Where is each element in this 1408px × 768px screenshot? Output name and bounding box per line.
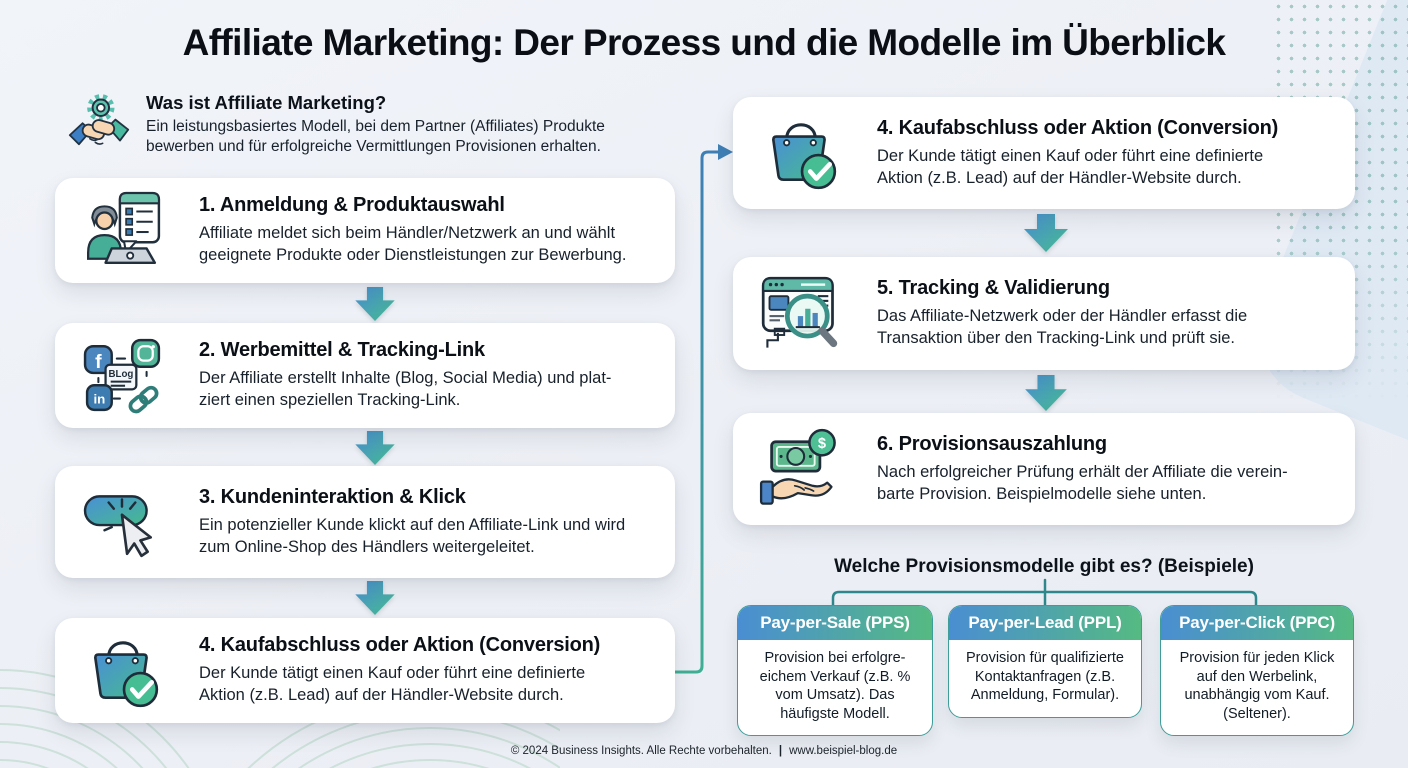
step-card-3: 3. Kundeninteraktion & Klick Ein potenzi… <box>55 466 675 578</box>
intro-heading: Was ist Affiliate Marketing? <box>146 92 387 113</box>
step-body: Der Kunde tätigt einen Kauf oder führt e… <box>199 664 586 704</box>
step-card-1: 1. Anmeldung & Produktauswahl Affiliate … <box>55 178 675 283</box>
facebook-letter: f <box>95 350 102 372</box>
step-card-6: $ 6. Provisionsauszahlung Nach erfolgrei… <box>733 413 1355 525</box>
footer-website-link[interactable]: www.beispiel-blog.de <box>789 745 898 757</box>
handshake-gear-icon <box>68 92 130 165</box>
shopping-bag-check-icon <box>753 112 849 194</box>
model-body: Provision für jeden Klick auf den Werbel… <box>1179 650 1335 722</box>
down-arrow <box>1025 375 1067 411</box>
step-card-4-conversion: 4. Kaufabschluss oder Aktion (Conversion… <box>733 97 1355 209</box>
models-bracket-connector <box>831 578 1258 607</box>
models-heading: Welche Provisionsmodelle gibt es? (Beisp… <box>834 556 1254 577</box>
shopping-bag-check-icon <box>75 630 171 712</box>
step-body: Das Affiliate-Netzwerk oder der Händler … <box>877 307 1248 347</box>
step-body: Ein potenzieller Kunde klickt auf den Af… <box>199 515 626 556</box>
blog-label: BLog <box>109 369 134 380</box>
model-card-ppl: Pay-per-Lead (PPL) Provision für qualifi… <box>948 605 1142 718</box>
flow-connector-arrow <box>673 144 733 674</box>
footer-copyright: © 2024 Business Insights. Alle Rechte vo… <box>510 745 772 757</box>
step-body: Nach erfolgreicher Prüfung erhält der Af… <box>877 462 1288 503</box>
model-title: Pay-per-Click (PPC) <box>1161 606 1353 640</box>
social-media-link-icon: f BLog in <box>75 336 171 416</box>
model-title: Pay-per-Lead (PPL) <box>949 606 1141 640</box>
intro-section: Was ist Affiliate Marketing? Ein leistun… <box>68 92 668 165</box>
down-arrow <box>1024 214 1068 252</box>
linkedin-letters: in <box>93 391 105 406</box>
down-arrow <box>355 287 395 321</box>
step-card-2: f BLog in 2. Werbemittel & Tracking-Link… <box>55 323 675 428</box>
browser-magnifier-icon <box>753 272 849 356</box>
model-body: Provision für qualifizierte Kontaktanfra… <box>966 650 1124 704</box>
dollar-sign: $ <box>818 436 826 452</box>
step-card-4: 4. Kaufabschluss oder Aktion (Conversion… <box>55 618 675 723</box>
model-card-pps: Pay-per-Sale (PPS) Provision bei erfolgr… <box>737 605 933 737</box>
step-title: 1. Anmeldung & Produktauswahl <box>199 194 505 217</box>
step-title: 3. Kundeninteraktion & Klick <box>199 485 466 508</box>
down-arrow <box>355 431 395 465</box>
step-body: Der Kunde tätigt einen Kauf oder führt e… <box>877 146 1264 187</box>
page-title: Affiliate Marketing: Der Prozess und die… <box>182 22 1226 63</box>
money-hand-icon: $ <box>753 427 849 511</box>
step-card-5: 5. Tracking & Validierung Das Affiliate-… <box>733 257 1355 370</box>
step-title: 6. Provisionsauszahlung <box>877 432 1107 455</box>
footer-separator: | <box>778 745 783 757</box>
step-body: Affiliate meldet sich beim Händler/Netzw… <box>199 224 627 264</box>
cursor-click-icon <box>75 482 171 562</box>
person-laptop-icon <box>75 191 171 271</box>
model-title: Pay-per-Sale (PPS) <box>738 606 932 640</box>
model-body: Provision bei erfolgre- eichem Verkauf (… <box>759 650 911 722</box>
intro-body: Ein leistungsbasiertes Modell, bei dem P… <box>146 118 605 156</box>
step-title: 2. Werbemittel & Tracking-Link <box>199 339 485 362</box>
down-arrow <box>355 581 395 615</box>
step-title: 4. Kaufabschluss oder Aktion (Conversion… <box>199 634 601 657</box>
step-title: 4. Kaufabschluss oder Aktion (Conversion… <box>877 116 1279 139</box>
footer: © 2024 Business Insights. Alle Rechte vo… <box>0 745 1408 757</box>
model-card-ppc: Pay-per-Click (PPC) Provision für jeden … <box>1160 605 1354 737</box>
step-body: Der Affiliate erstellt Inhalte (Blog, So… <box>199 369 612 409</box>
step-title: 5. Tracking & Validierung <box>877 277 1110 300</box>
